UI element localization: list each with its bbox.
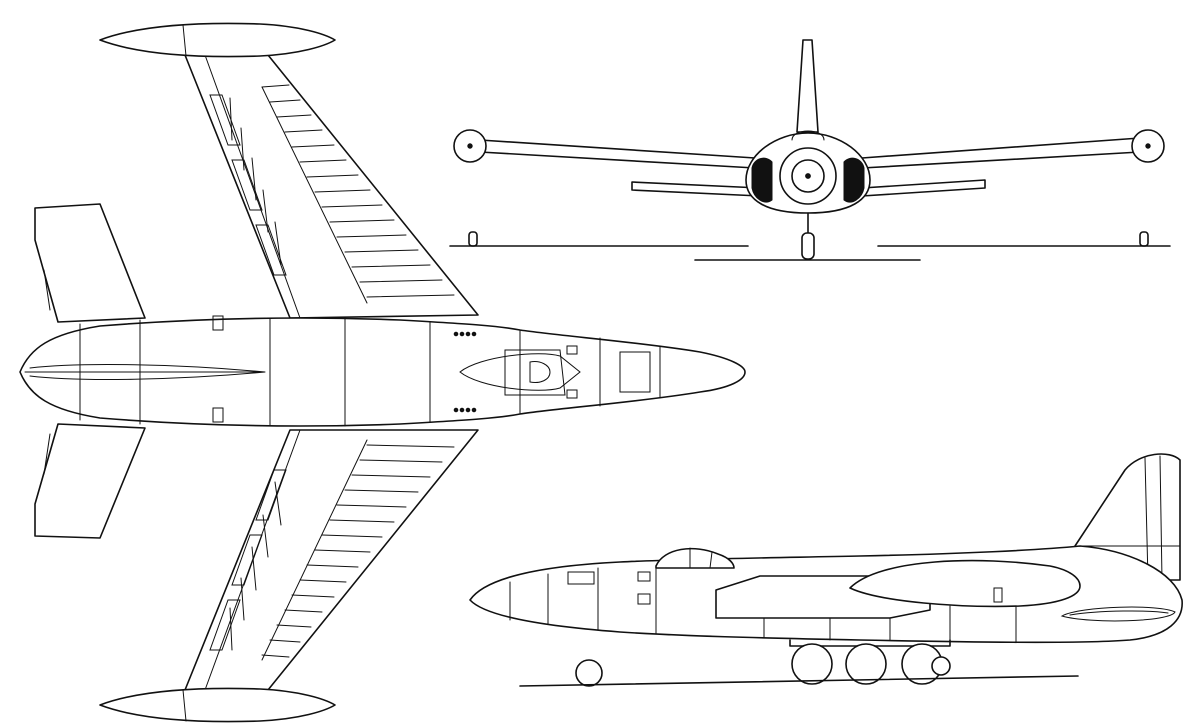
side-view: [469, 453, 1183, 687]
side-wheel-1: [791, 643, 833, 685]
upper-wing: [184, 54, 479, 319]
upper-tip-tank: [99, 22, 336, 58]
side-canopy: [655, 547, 735, 569]
plan-view: [19, 22, 746, 723]
front-nose-wheel: [801, 232, 815, 260]
front-view: [449, 39, 1171, 261]
front-left-intake: [751, 157, 773, 203]
side-tip-tank: [849, 559, 1081, 608]
side-wheel-2: [845, 643, 887, 685]
lower-tip-tank: [99, 687, 336, 723]
side-wheel-4: [931, 656, 951, 676]
front-right-wing: [861, 137, 1141, 169]
side-nose-wheel: [575, 659, 603, 687]
front-right-stabilizer: [861, 179, 986, 197]
front-left-main-wheel: [468, 231, 478, 247]
front-left-wing: [479, 139, 756, 169]
upper-tailplane: [34, 203, 146, 323]
lower-wing: [184, 429, 479, 691]
lower-tailplane: [34, 423, 146, 539]
front-right-main-wheel: [1139, 231, 1149, 247]
side-ground-line: [519, 675, 1079, 687]
front-left-stabilizer: [631, 181, 761, 197]
front-fin: [796, 39, 819, 133]
front-right-intake: [843, 157, 865, 203]
fuselage-plan: [19, 317, 746, 427]
